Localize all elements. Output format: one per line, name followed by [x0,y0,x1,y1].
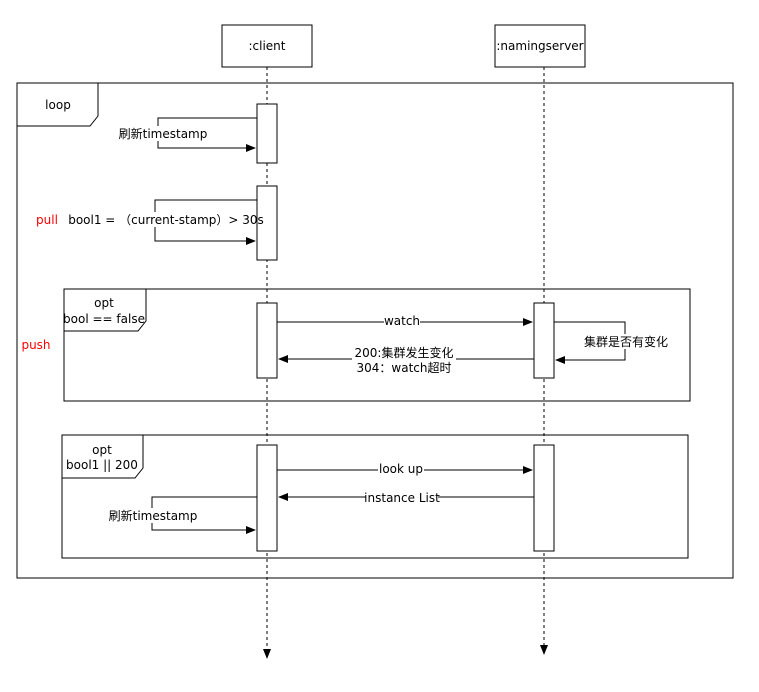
message-instance-list: instance List [278,491,534,505]
participant-namingserver-label: :namingserver [496,39,583,53]
client-activation-3 [256,302,278,379]
cluster-changed-label: 集群是否有变化 [584,334,668,349]
reply-304-label: 304：watch超时 [357,360,452,375]
participant-client: :client [221,24,313,68]
message-watch: watch [277,314,533,328]
client-activation-4 [256,444,278,552]
self-message-refresh-timestamp-1: 刷新timestamp [119,117,257,152]
client-activation-2 [256,185,278,261]
pull-label: pull [36,213,58,227]
loop-frame-label: loop [45,98,71,112]
opt-frame-lookup-guard: bool1 || 200 [66,458,138,472]
server-activation-2 [533,444,555,552]
self-message-refresh-timestamp-2: 刷新timestamp [109,496,257,534]
refresh-timestamp-2-label: 刷新timestamp [109,508,198,523]
opt-frame-push-guard: bool == false [63,312,145,326]
client-activation-1 [256,103,278,164]
look-up-label: look up [379,462,423,476]
opt-frame-push: opt bool == false [63,288,691,402]
participant-namingserver: :namingserver [494,24,586,68]
opt-frame-lookup: opt bool1 || 200 [61,434,689,559]
push-label: push [21,338,50,352]
server-activation-1 [533,302,555,379]
bool1-condition-label: bool1 = （current-stamp）> 30s [68,213,264,227]
watch-label: watch [384,314,420,328]
participant-client-label: :client [248,39,285,53]
self-message-cluster-changed: 集群是否有变化 [554,321,670,364]
message-watch-reply: 200:集群发生变化 304：watch超时 [278,345,534,375]
opt-frame-lookup-title: opt [92,443,112,457]
loop-frame: loop [16,82,734,579]
reply-200-label: 200:集群发生变化 [355,345,454,360]
opt-frame-push-title: opt [94,296,114,310]
refresh-timestamp-1-label: 刷新timestamp [119,126,208,141]
message-look-up: look up [277,462,533,476]
instance-list-label: instance List [364,491,440,505]
self-message-bool1-condition: bool1 = （current-stamp）> 30s [68,199,264,245]
